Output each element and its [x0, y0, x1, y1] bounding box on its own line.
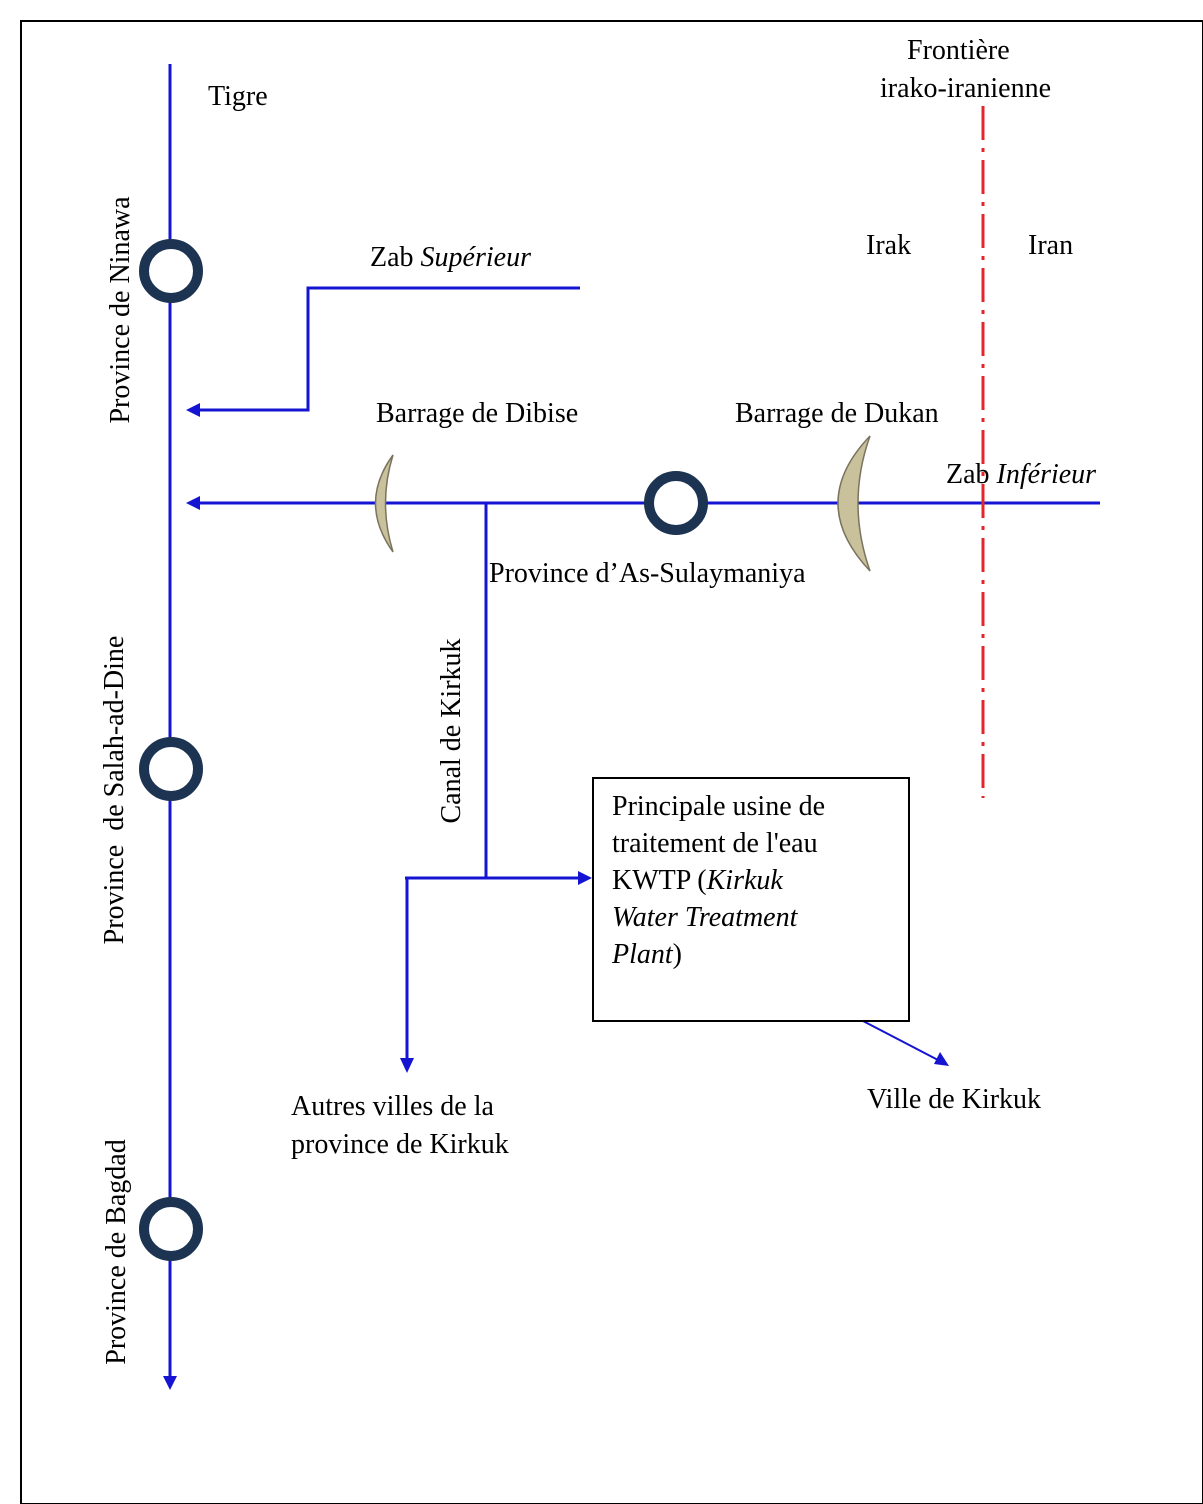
kwtp-line2: traitement de l'eau	[612, 828, 818, 859]
province-salah-label: Province de Salah-ad-Dine	[99, 636, 130, 945]
barrage-dukan-label: Barrage de Dukan	[735, 398, 939, 429]
kwtp-line5: Plant)	[612, 939, 682, 970]
frontiere-label-line1: Frontière	[907, 35, 1010, 66]
zab-superieur-label: Zab Supérieur	[370, 242, 531, 273]
kwtp-to-city-line	[862, 1020, 939, 1061]
autres-villes-label-line1: Autres villes de la	[291, 1091, 495, 1122]
kwtp-box	[592, 777, 910, 1022]
kwtp-line1: Principale usine de	[612, 791, 826, 822]
province-bagdad-label: Province de Bagdad	[101, 1139, 132, 1365]
autres-villes-label-line2: province de Kirkuk	[291, 1129, 509, 1160]
province-ninawa-label: Province de Ninawa	[105, 196, 136, 424]
dukan-dam-icon	[837, 435, 871, 572]
province-sulaymaniya-label: Province d’As-Sulaymaniya	[489, 558, 806, 589]
kwtp-line4: Water Treatment	[612, 902, 798, 933]
barrage-dibise-label: Barrage de Dibise	[376, 398, 578, 429]
kwtp-line3: KWTP (Kirkuk	[612, 865, 783, 896]
kwtp-to-city-arrowhead	[934, 1052, 949, 1066]
tigre-label: Tigre	[208, 81, 268, 112]
diagram-frame	[20, 20, 1203, 1504]
irak-label: Irak	[866, 230, 911, 261]
canal-kirkuk-label: Canal de Kirkuk	[436, 638, 467, 823]
zab-inferieur-label: Zab Inférieur	[946, 459, 1096, 490]
iran-label: Iran	[1028, 230, 1073, 261]
dibise-dam-icon	[374, 454, 394, 553]
salah-node-icon	[139, 737, 203, 801]
ville-kirkuk-label: Ville de Kirkuk	[867, 1084, 1041, 1115]
canal-to-other-towns-arrowhead	[400, 1058, 414, 1073]
frontiere-label-line2: irako-iranienne	[880, 73, 1051, 104]
zab-inferieur-arrowhead	[186, 496, 200, 510]
bagdad-node-icon	[139, 1197, 203, 1261]
tigre-arrowhead	[163, 1376, 177, 1390]
sulaymaniya-node-icon	[644, 471, 708, 535]
ninawa-node-icon	[139, 239, 203, 303]
zab-superieur-line	[198, 286, 580, 412]
canal-to-kwtp-arrowhead	[578, 871, 592, 885]
kwtp-box-text: Principale usine de traitement de l'eau …	[612, 788, 892, 973]
zab-superieur-arrowhead	[186, 403, 200, 417]
